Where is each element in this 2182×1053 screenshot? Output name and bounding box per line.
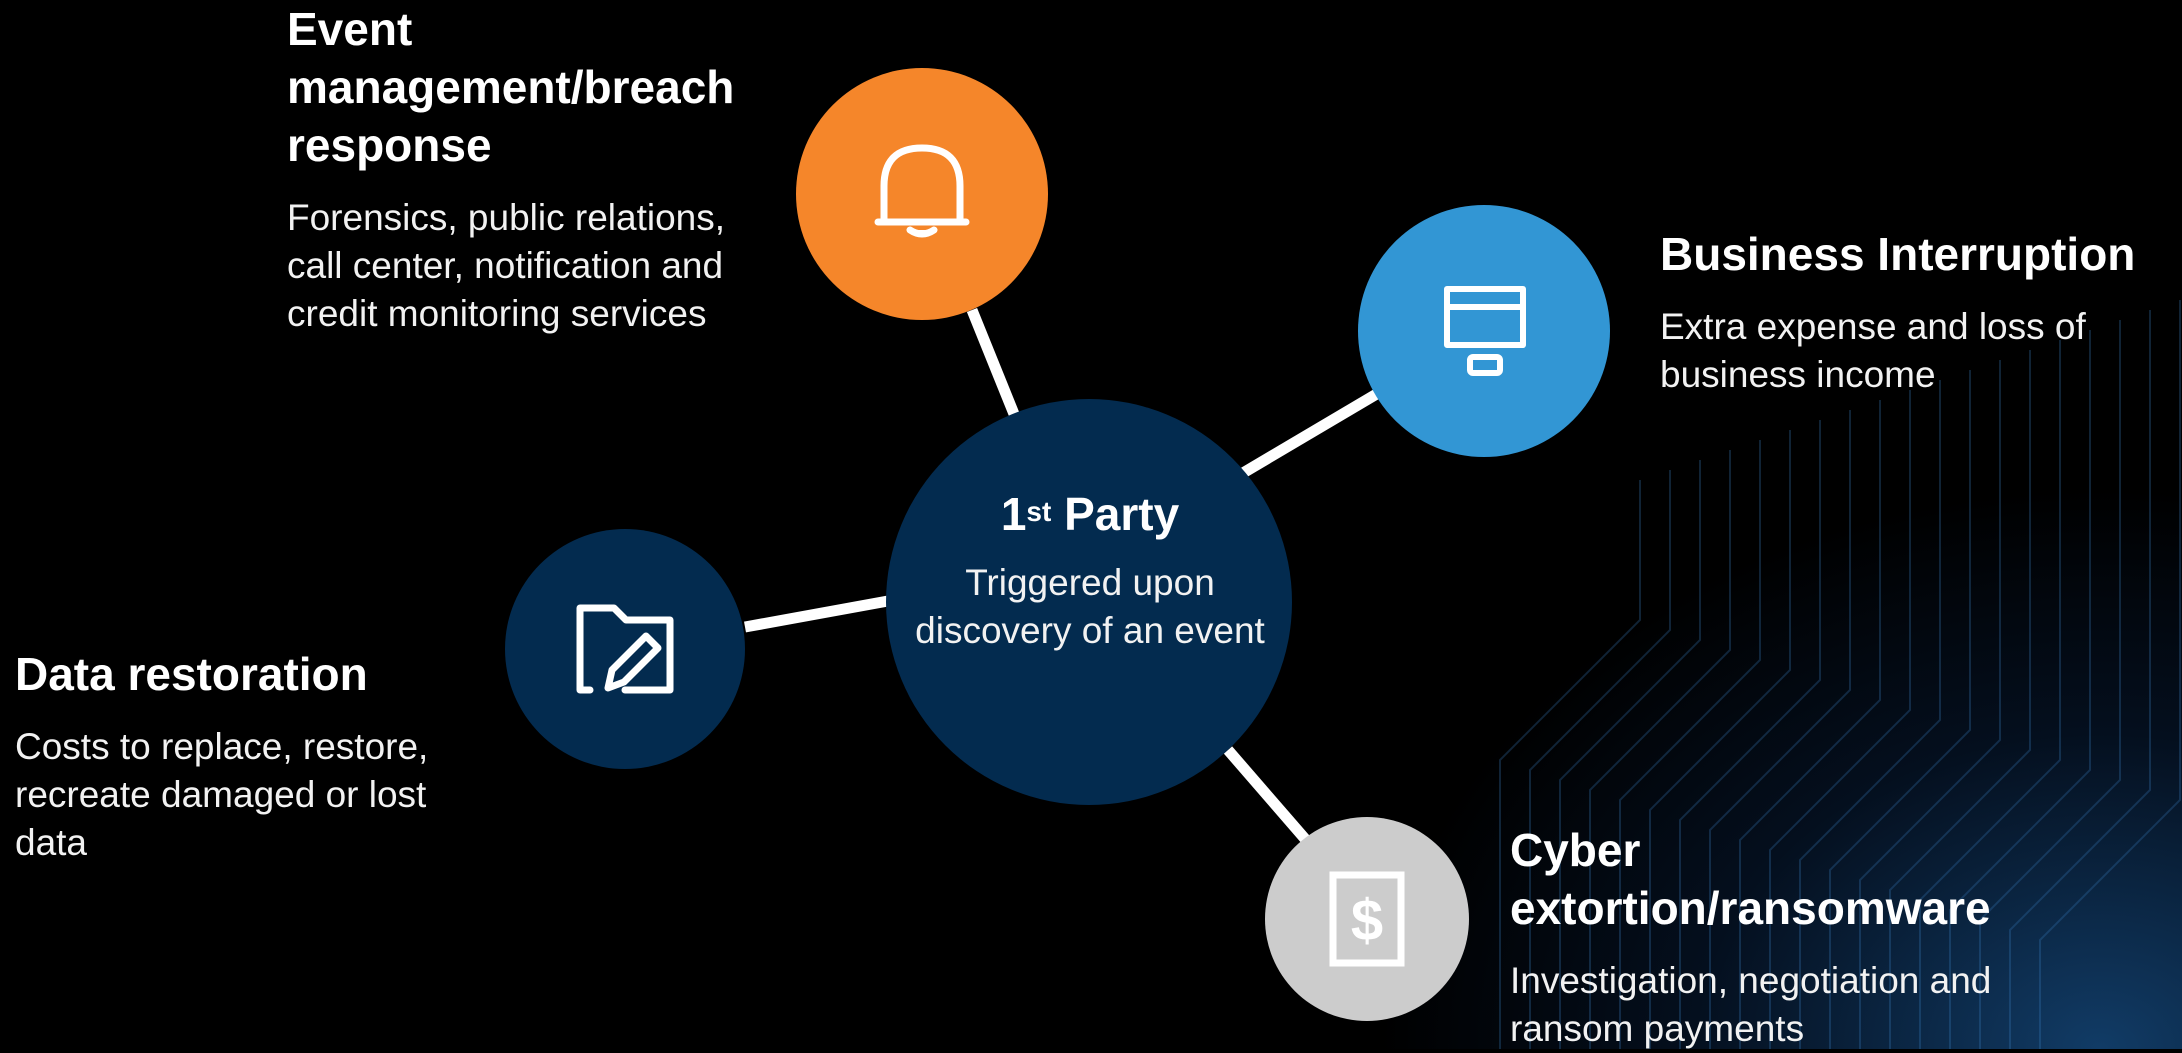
- node-event-management[interactable]: [796, 68, 1048, 320]
- folder-edit-icon: [576, 604, 674, 694]
- center-label: 1st Party Triggered upon discovery of an…: [900, 485, 1280, 655]
- bell-icon: [874, 144, 970, 238]
- center-title-text: Party: [1051, 488, 1180, 540]
- data-restoration-heading: Data restoration: [15, 648, 368, 700]
- dollar-document-icon: $: [1329, 871, 1405, 967]
- node-data-restoration[interactable]: [505, 529, 745, 769]
- event-management-heading: Event management/breach response: [287, 3, 735, 171]
- connector-cyber-extortion: [1223, 746, 1311, 844]
- event-management-description: Forensics, public relations, call center…: [287, 197, 726, 334]
- business-interruption-description: Extra expense and loss of business incom…: [1660, 306, 2086, 395]
- data-restoration-text: Data restoration Costs to replace, resto…: [15, 645, 485, 867]
- center-description: Triggered upon discovery of an event: [915, 562, 1265, 651]
- event-management-text: Event management/breach response Forensi…: [287, 0, 787, 338]
- business-interruption-heading: Business Interruption: [1660, 228, 2136, 280]
- cyber-extortion-text: Cyber extortion/ransomware Investigation…: [1510, 821, 2030, 1053]
- center-node: [886, 399, 1292, 805]
- svg-text:$: $: [1351, 888, 1383, 953]
- center-title-superscript: st: [1026, 496, 1052, 527]
- business-interruption-text: Business Interruption Extra expense and …: [1660, 225, 2165, 399]
- monitor-icon: [1444, 286, 1526, 376]
- data-restoration-description: Costs to replace, restore, recreate dama…: [15, 726, 429, 863]
- cyber-extortion-heading: Cyber extortion/ransomware: [1510, 824, 1991, 934]
- center-title: 1st Party: [900, 485, 1280, 543]
- cyber-extortion-description: Investigation, negotiation and ransom pa…: [1510, 960, 1992, 1049]
- node-business-interruption[interactable]: [1358, 205, 1610, 457]
- center-title-number: 1: [1000, 488, 1027, 540]
- connector-business-interruption: [1240, 387, 1383, 478]
- node-cyber-extortion[interactable]: $: [1265, 817, 1469, 1021]
- connector-data-restoration: [744, 595, 889, 633]
- connector-event-management: [966, 307, 1020, 417]
